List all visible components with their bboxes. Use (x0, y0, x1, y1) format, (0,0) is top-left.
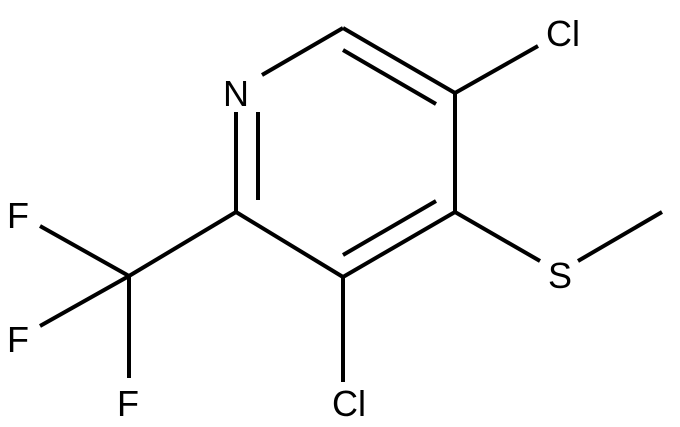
atom-label-s: S (548, 255, 572, 296)
bond-c4-c3-inner (341, 199, 438, 257)
bond-c2-cf3 (127, 210, 238, 278)
atom-labels: N Cl S Cl F F F (7, 13, 580, 424)
bond-s-ch3 (576, 210, 664, 263)
atom-label-f1: F (7, 195, 29, 236)
bond-c5-cl (454, 44, 539, 95)
atom-label-n: N (223, 73, 249, 114)
bond-c4-s (454, 210, 541, 263)
atom-label-f2: F (7, 319, 29, 360)
bond-c6-c5-inner (341, 48, 438, 106)
atom-label-f3: F (117, 383, 139, 424)
atom-label-cl-bottom: Cl (332, 383, 366, 424)
bond-cf3-f2 (39, 274, 130, 328)
bond-n-c6 (260, 26, 345, 77)
bond-c6-c5 (341, 26, 457, 95)
bond-c3-c2 (234, 210, 345, 279)
atom-label-cl-top: Cl (546, 13, 580, 54)
bonds (39, 26, 664, 382)
bond-cf3-f1 (39, 224, 130, 278)
bond-c4-c3 (341, 210, 457, 279)
